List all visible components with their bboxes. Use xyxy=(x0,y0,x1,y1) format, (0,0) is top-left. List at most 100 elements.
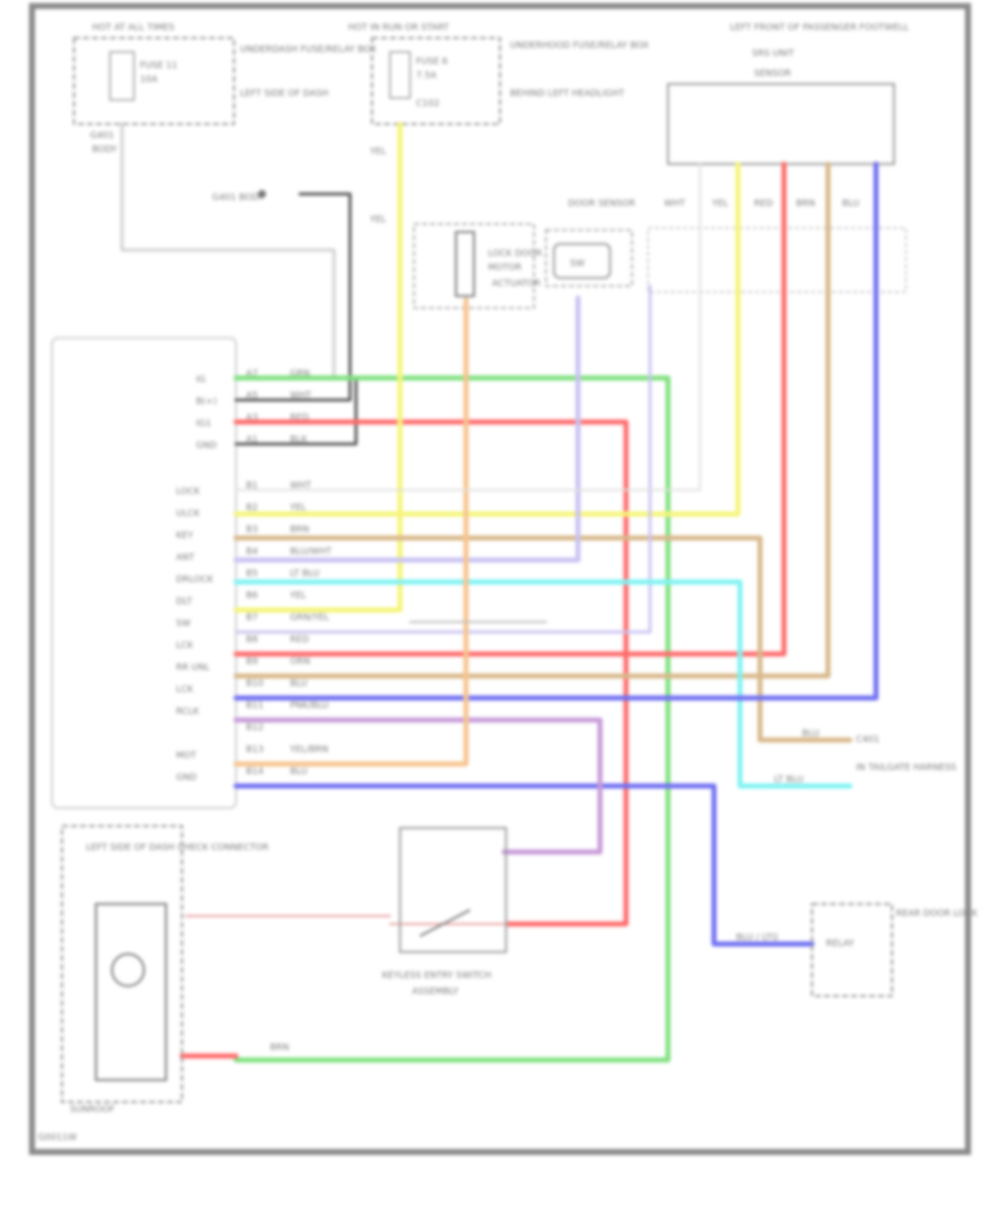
multiplex-control-unit xyxy=(51,337,237,809)
ecu-pin-number: B9 xyxy=(246,657,258,667)
sensor-label: DOOR SENSOR xyxy=(568,199,635,209)
fuse-block-right: HOT IN RUN OR START FUSE 6 7.5A C102 UND… xyxy=(348,23,649,125)
sensor-name: SW xyxy=(570,259,585,269)
ecu-pin-number: B10 xyxy=(246,679,264,689)
ecu-pin-name: LCK xyxy=(176,685,194,695)
wires xyxy=(120,121,879,1063)
ecu-pin-name: IG1 xyxy=(196,419,211,429)
ecu-pin-number: B8 xyxy=(246,635,258,645)
ecu-pin-wire: GRN xyxy=(290,369,310,379)
right-module-sub: SRS UNIT xyxy=(752,49,795,59)
motor-block: LOCK DOOR MOTOR ACTUATOR xyxy=(413,223,542,309)
label-harness-1: BLU xyxy=(802,729,819,739)
ecu-pin-name: RR UNL xyxy=(176,663,210,673)
fuse-right-title: HOT IN RUN OR START xyxy=(348,23,449,33)
wire-yellow-1 xyxy=(233,121,403,613)
harness-connector: C401 IN TAILGATE HARNESS xyxy=(856,735,957,773)
ecu-pin-number: B6 xyxy=(246,591,258,601)
conn-wire-3: RED xyxy=(754,199,773,209)
right-module: LEFT FRONT OF PASSENGER FOOTWELL SRS UNI… xyxy=(647,23,909,293)
wire-lavender-1 xyxy=(233,295,581,563)
ecu-pin-number: B13 xyxy=(246,745,264,755)
wire-gray-4 xyxy=(185,915,509,925)
ecu-pin-wire: RED xyxy=(290,635,309,645)
ecu-pin-wire: BLU xyxy=(290,767,307,777)
ecu-pin-number: B3 xyxy=(246,525,258,535)
fuse-right-fuse: FUSE 6 xyxy=(416,57,448,67)
ecu-pin-number: B5 xyxy=(246,569,258,579)
gnd-note: G401 BODY xyxy=(212,193,265,203)
footer-code: G0011W xyxy=(38,1133,77,1143)
conn-wire-4: BRN xyxy=(796,199,815,209)
ecu-pin-wire: GRN/YEL xyxy=(290,613,329,623)
ecu-pin-name: DRLOCK xyxy=(176,575,214,585)
door-sensor-block: DOOR SENSOR SW xyxy=(545,199,635,287)
ecu-pin-number: A3 xyxy=(246,413,258,423)
fuse-right-fuse2: C102 xyxy=(416,99,439,109)
ecu-pin-wire: LT BLU xyxy=(290,569,319,579)
ecu-pin-wire: WHT xyxy=(290,391,312,401)
ecu-pin-name: ANT xyxy=(176,553,195,563)
ecu-pin-name: SW xyxy=(176,619,191,629)
ecu-pin-wire: PNK/BLU xyxy=(290,701,328,711)
wire-red-1 xyxy=(233,419,629,927)
ecu-pin-wire: BRN xyxy=(290,525,309,535)
ground-sub: BODY xyxy=(92,145,118,155)
ecu-pin-name: B(+) xyxy=(196,397,217,407)
ecu-pin-name: LCK xyxy=(176,641,194,651)
wire-green xyxy=(233,375,671,1063)
ecu-pin-number: B1 xyxy=(246,481,258,491)
fuse-block-left: HOT AT ALL TIMES FUSE 11 10A UNDERDASH F… xyxy=(73,23,376,155)
keyless-switch-assembly: KEYLESS ENTRY SWITCH ASSEMBLY xyxy=(382,827,507,997)
harness-sub: IN TAILGATE HARNESS xyxy=(856,763,957,773)
ecu-pin-name: RCLK xyxy=(176,707,200,717)
ecu-pin-number: B12 xyxy=(246,723,264,733)
ecu-pin-wire: BLK xyxy=(290,435,308,445)
ecu-pin-name: MOT xyxy=(176,751,197,761)
fuse-left-title: HOT AT ALL TIMES xyxy=(92,23,175,33)
harness-label: C401 xyxy=(856,735,879,745)
fuse-right-sub: BEHIND LEFT HEADLIGHT xyxy=(510,89,625,99)
motor-name: MOTOR xyxy=(488,263,522,273)
wire-cyan xyxy=(233,579,853,789)
fuse-right-note: UNDERHOOD FUSE/RELAY BOX xyxy=(510,41,649,51)
conn-wire-1: WHT xyxy=(664,199,686,209)
ecu-pin-number: B14 xyxy=(246,767,264,777)
label-yel-1: YEL xyxy=(369,147,386,157)
ecu-pin-wire: YEL xyxy=(289,503,306,513)
ecu-pin-number: A7 xyxy=(246,369,258,379)
wire-tan-1 xyxy=(233,535,853,743)
ecu-pin-name: ULCK xyxy=(176,509,201,519)
ecu-pin-number: B11 xyxy=(246,701,264,711)
right-module-title: LEFT FRONT OF PASSENGER FOOTWELL xyxy=(730,23,909,33)
switch-name: KEYLESS ENTRY SWITCH xyxy=(382,971,491,981)
wire-blue-1 xyxy=(233,161,879,701)
label-tan: BRN xyxy=(270,1043,289,1053)
relay-name: RELAY xyxy=(826,939,855,949)
wire-dark-1 xyxy=(234,192,352,402)
outer-frame xyxy=(29,3,971,1155)
sunroof-block: LEFT SIDE OF DASH CHECK CONNECTOR SUNROO… xyxy=(61,825,269,1115)
fuse-right-amp: 7.5A xyxy=(416,71,437,81)
switch-sub: ASSEMBLY xyxy=(412,987,459,997)
ecu-pin-wire: WHT xyxy=(290,481,312,491)
wire-violet xyxy=(233,717,603,855)
ecu-pin-number: B2 xyxy=(246,503,258,513)
wire-red-2 xyxy=(233,161,787,657)
label-yel-2: YEL xyxy=(369,215,386,225)
ecu-pin-number: B7 xyxy=(246,613,258,623)
fuse-left-sub: LEFT SIDE OF DASH xyxy=(240,89,328,99)
ecu-pin-name: IG xyxy=(196,375,206,385)
sunroof-name: SUNROOF xyxy=(70,1105,115,1115)
ecu-pin-name: GND xyxy=(176,773,197,783)
motor-sub: ACTUATOR xyxy=(492,279,541,289)
ecu-pin-number: A1 xyxy=(246,435,258,445)
ecu-pin-wire: YEL/BRN xyxy=(289,745,328,755)
ecu-pin-name: DLT xyxy=(176,597,193,607)
ecu-pin-wire: RED xyxy=(290,413,309,423)
motor-label: LOCK DOOR xyxy=(488,249,542,259)
conn-wire-5: BLU xyxy=(842,199,859,209)
ecu-pin-number: A5 xyxy=(246,391,258,401)
ecu-pin-name: KEY xyxy=(176,531,194,541)
